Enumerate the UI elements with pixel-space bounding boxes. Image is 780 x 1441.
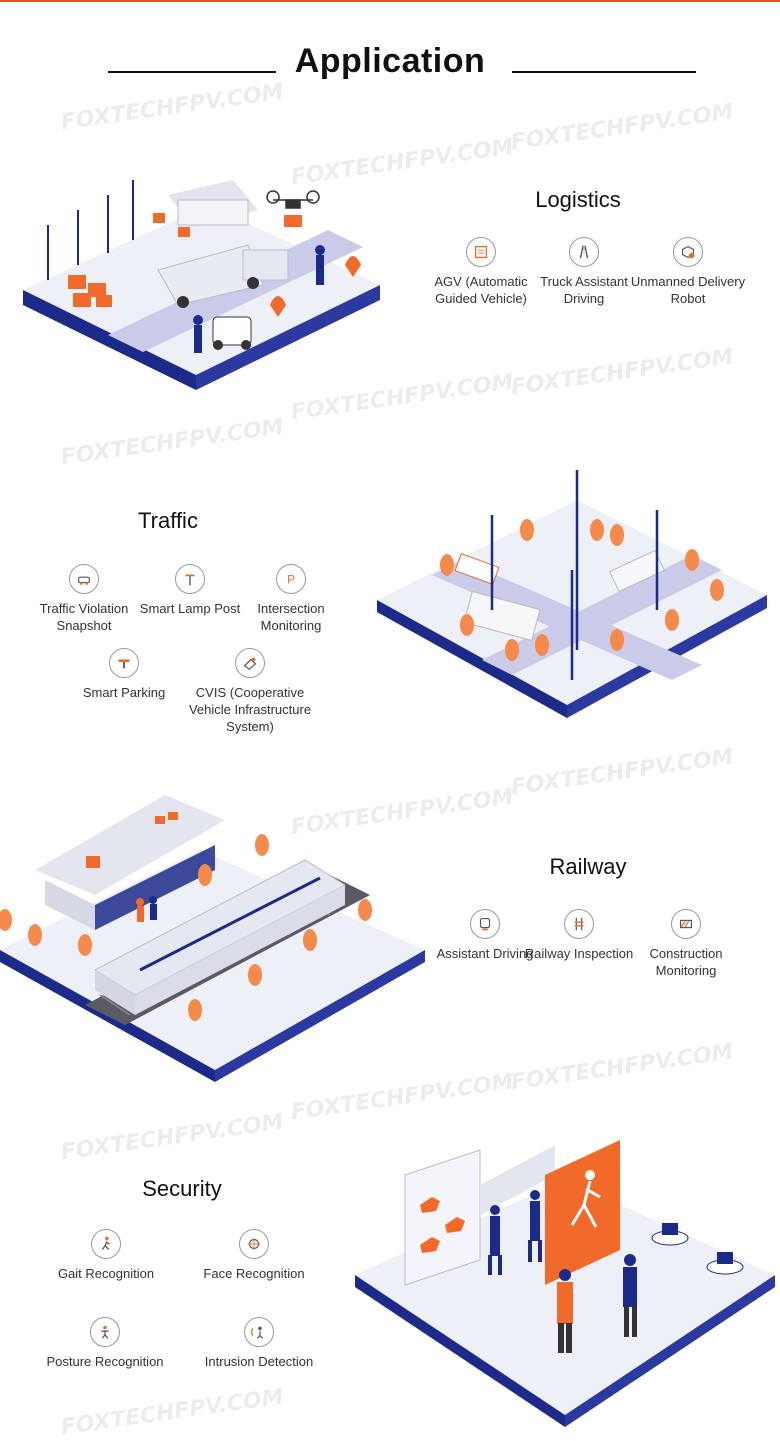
agv-icon <box>466 237 496 267</box>
intrusion-detection-item: Intrusion Detection <box>199 1317 319 1370</box>
gait-recognition-item: Gait Recognition <box>46 1229 166 1282</box>
railway-title: Railway <box>549 854 627 879</box>
logistics-title: Logistics <box>535 187 621 212</box>
top-accent-bar <box>0 0 780 2</box>
street-lamp-icon <box>175 564 205 594</box>
svg-text:P: P <box>287 574 295 587</box>
assistant-driving-item: Assistant Driving <box>425 909 545 962</box>
face-recognition-item: Face Recognition <box>194 1229 314 1282</box>
watermark: FOXTECHFPV.COM <box>59 1384 286 1441</box>
cvis-icon <box>235 648 265 678</box>
parking-icon: P <box>276 564 306 594</box>
construction-icon <box>671 909 701 939</box>
face-recognition-label: Face Recognition <box>203 1266 305 1281</box>
watermark: FOXTECHFPV.COM <box>509 344 736 401</box>
watermark: FOXTECHFPV.COM <box>509 99 736 156</box>
traffic-violation-item: Traffic Violation Snapshot <box>24 564 144 634</box>
construction-monitoring-label: Construction Monitoring <box>649 946 723 978</box>
intersection-label: Intersection Monitoring <box>257 601 325 633</box>
railway-inspection-label: Railway Inspection <box>524 946 634 961</box>
train-assist-icon <box>470 909 500 939</box>
face-scan-icon <box>239 1229 269 1259</box>
heading-rule-right <box>512 71 696 73</box>
traffic-title: Traffic <box>138 508 198 533</box>
assistant-driving-label: Assistant Driving <box>436 946 534 961</box>
cvis-item: CVIS (Cooperative Vehicle Infrastructure… <box>180 648 320 735</box>
heading-rule-left <box>108 71 276 73</box>
railway-illustration <box>0 795 425 1082</box>
walking-person-icon <box>91 1229 121 1259</box>
delivery-robot-label: Unmanned Delivery Robot <box>630 274 746 306</box>
security-title: Security <box>142 1176 222 1201</box>
gait-recognition-label: Gait Recognition <box>57 1266 155 1281</box>
delivery-robot-item: Unmanned Delivery Robot <box>628 237 748 307</box>
truck-assistant-label: Truck Assistant Driving <box>540 274 628 306</box>
page-title: Application <box>294 42 486 80</box>
security-illustration <box>355 1140 775 1427</box>
watermark: FOXTECHFPV.COM <box>509 1039 736 1096</box>
watermark: FOXTECHFPV.COM <box>509 744 736 801</box>
traffic-violation-label: Traffic Violation Snapshot <box>39 601 129 633</box>
traffic-illustration <box>377 470 767 718</box>
parking-barrier-icon <box>109 648 139 678</box>
posture-recognition-label: Posture Recognition <box>46 1354 164 1369</box>
smart-lamp-item: Smart Lamp Post <box>130 564 250 617</box>
construction-monitoring-item: Construction Monitoring <box>626 909 746 979</box>
smart-parking-item: Smart Parking <box>64 648 184 701</box>
railway-inspection-item: Railway Inspection <box>519 909 639 962</box>
agv-label: AGV (Automatic Guided Vehicle) <box>434 274 528 306</box>
posture-recognition-item: Posture Recognition <box>45 1317 165 1370</box>
logistics-illustration <box>23 180 380 390</box>
watermark: FOXTECHFPV.COM <box>59 1109 286 1166</box>
watermark: FOXTECHFPV.COM <box>59 414 286 471</box>
intrusion-icon <box>244 1317 274 1347</box>
truck-road-icon <box>569 237 599 267</box>
truck-assistant-item: Truck Assistant Driving <box>524 237 644 307</box>
cvis-label: CVIS (Cooperative Vehicle Infrastructure… <box>188 685 312 734</box>
posture-icon <box>90 1317 120 1347</box>
intrusion-detection-label: Intrusion Detection <box>204 1354 314 1369</box>
intersection-item: P Intersection Monitoring <box>231 564 351 634</box>
package-location-icon <box>673 237 703 267</box>
smart-lamp-label: Smart Lamp Post <box>139 601 241 616</box>
rail-inspection-icon <box>564 909 594 939</box>
camera-car-icon <box>69 564 99 594</box>
agv-item: AGV (Automatic Guided Vehicle) <box>421 237 541 307</box>
watermark: FOXTECHFPV.COM <box>59 79 286 136</box>
smart-parking-label: Smart Parking <box>82 685 166 700</box>
